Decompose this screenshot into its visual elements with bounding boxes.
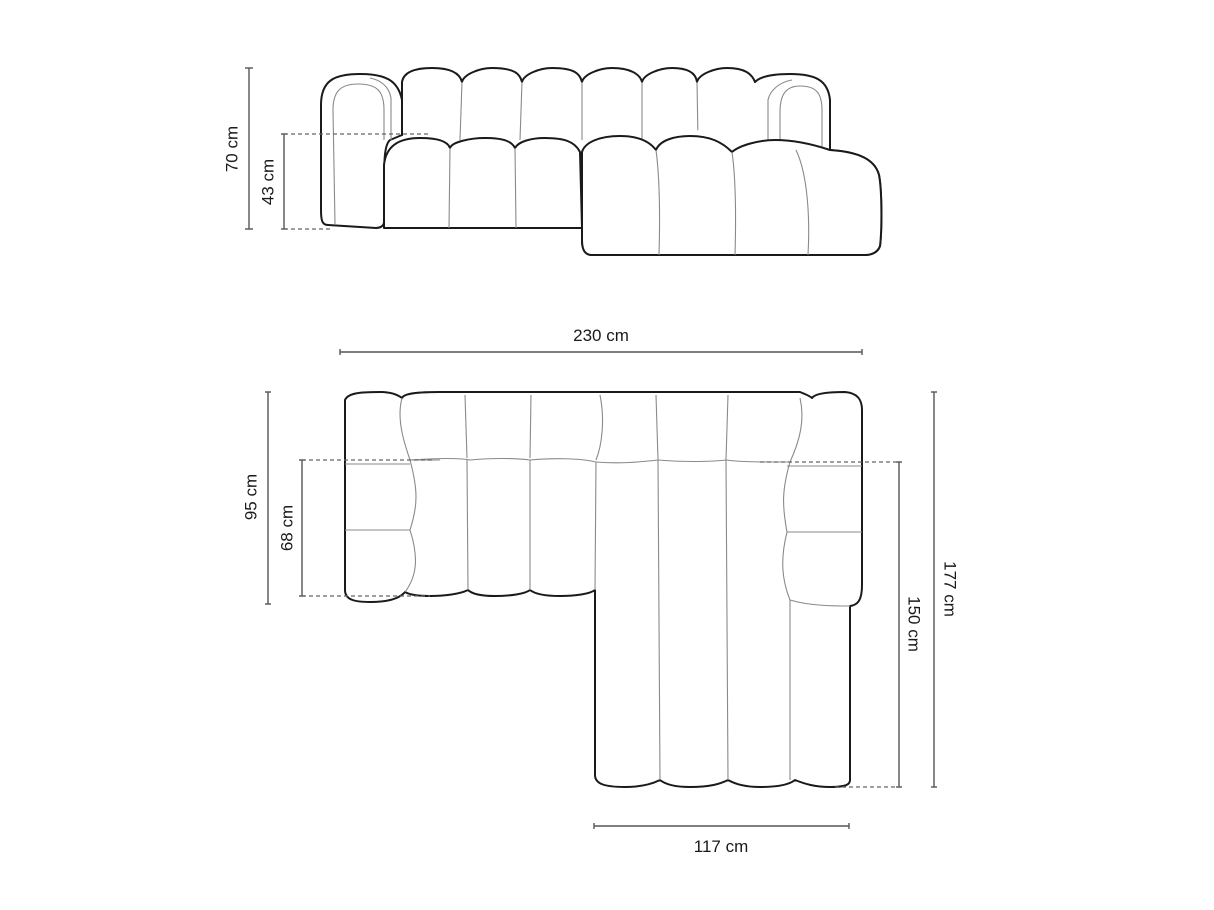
front-dimension-lines xyxy=(245,67,430,230)
dim-label-chaise-total-length: 177 cm xyxy=(940,561,960,617)
top-dimension-lines xyxy=(265,349,937,829)
top-view xyxy=(344,391,863,788)
dim-label-front-seat-height: 43 cm xyxy=(258,158,278,206)
dim-label-front-total-height: 70 cm xyxy=(222,125,242,173)
dim-label-seat-depth: 68 cm xyxy=(277,504,297,552)
dim-label-chaise-width: 117 cm xyxy=(693,837,749,856)
dim-label-total-width: 230 cm xyxy=(573,326,629,345)
dim-label-depth: 95 cm xyxy=(241,473,261,521)
dim-label-chaise-seat-length: 150 cm xyxy=(904,596,924,652)
front-view xyxy=(320,67,883,256)
